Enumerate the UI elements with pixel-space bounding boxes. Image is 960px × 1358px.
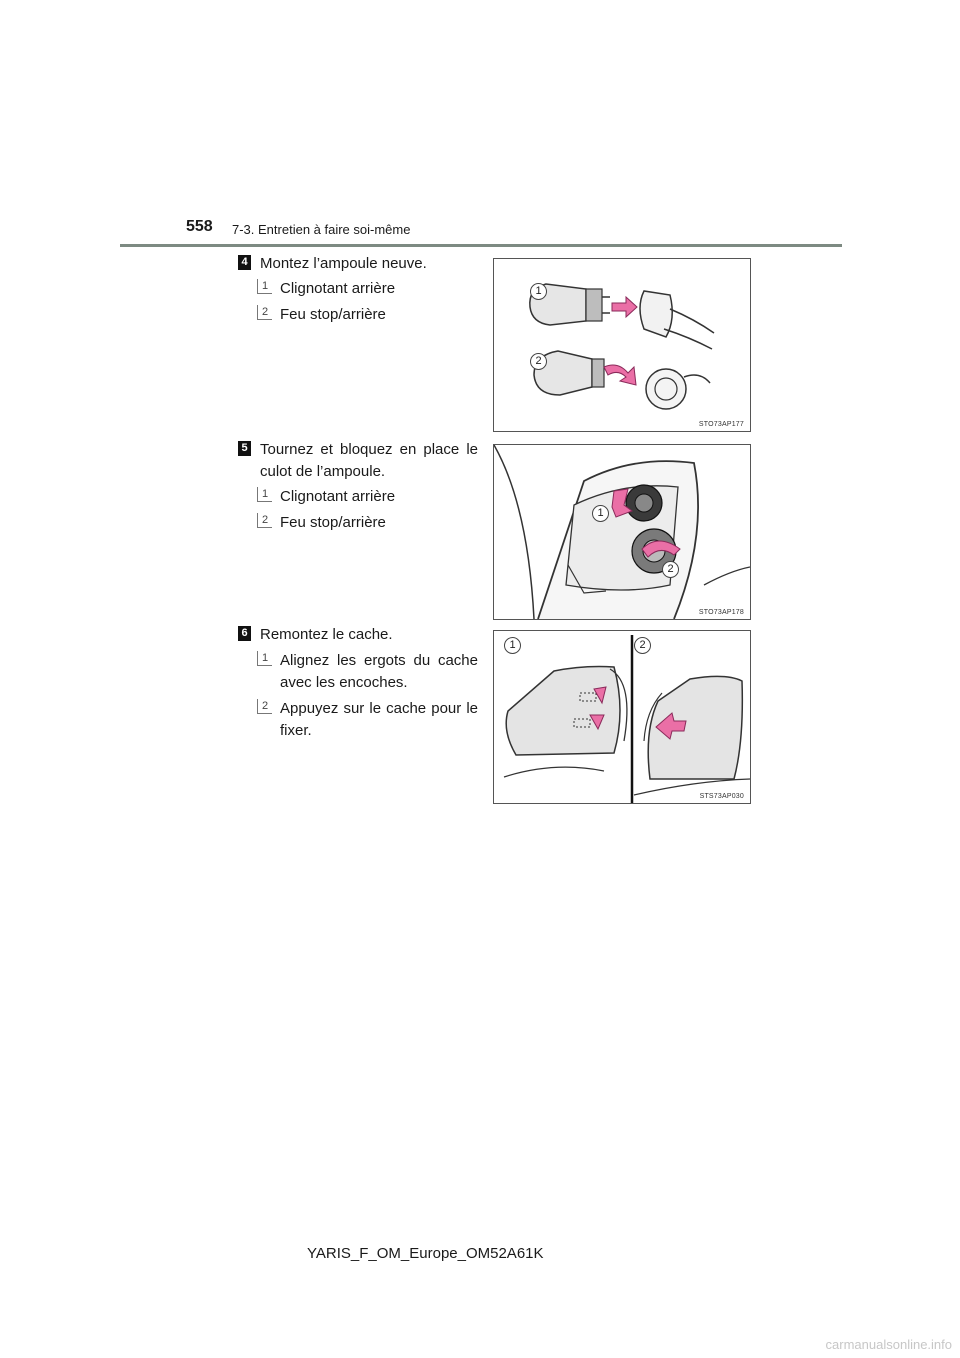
step-5-sub-2-text: Feu stop/arrière	[280, 514, 386, 531]
step-6-sub-2-num: 2	[257, 699, 272, 714]
section-title: 7-3. Entretien à faire soi-même	[232, 222, 411, 237]
step-5-sub-1-text: Clignotant arrière	[280, 488, 396, 505]
callout-1: 1	[530, 283, 547, 300]
figure-step-6: 1 2 STS73AP030	[493, 630, 751, 804]
page-number: 558	[186, 218, 213, 235]
step-6-text: Remontez le cache.	[260, 626, 393, 643]
bulb-install-illustration	[529, 283, 715, 410]
step-5-sub-1-num: 1	[257, 487, 272, 502]
figure-code: STO73AP177	[698, 421, 744, 428]
figure-step-5: 1 2 STO73AP178	[493, 444, 751, 620]
step-6-sub-2-text: Appuyez sur le cache pour le fixer.	[280, 700, 478, 739]
callout-1: 1	[592, 505, 609, 522]
step-6-sub-1-num: 1	[257, 651, 272, 666]
step-4-sub-1-num: 1	[257, 279, 272, 294]
figure-step-4: 1 2 STO73AP177	[493, 258, 751, 432]
header-rule	[120, 244, 842, 247]
callout-2: 2	[530, 353, 547, 370]
step-4-text: Montez l’ampoule neuve.	[260, 255, 427, 272]
step-badge-4: 4	[238, 255, 251, 270]
step-5-text: Tournez et bloquez en place le culot de …	[260, 441, 478, 480]
step-badge-5: 5	[238, 441, 251, 456]
figure-code: STO73AP178	[698, 609, 744, 616]
cover-refit-illustration	[503, 635, 750, 803]
step-4-sub-2-text: Feu stop/arrière	[280, 306, 386, 323]
step-4-sub-2-num: 2	[257, 305, 272, 320]
callout-2: 2	[662, 561, 679, 578]
watermark: carmanualsonline.info	[825, 1337, 952, 1352]
callout-2: 2	[634, 637, 651, 654]
step-5-sub-2-num: 2	[257, 513, 272, 528]
step-6-sub-1-text: Alignez les ergots du cache avec les enc…	[280, 652, 478, 691]
step-4-sub-1-text: Clignotant arrière	[280, 280, 396, 297]
manual-footer-id: YARIS_F_OM_Europe_OM52A61K	[307, 1245, 544, 1262]
figure-code: STS73AP030	[699, 793, 744, 800]
socket-lock-illustration	[494, 445, 750, 619]
callout-1: 1	[504, 637, 521, 654]
step-badge-6: 6	[238, 626, 251, 641]
